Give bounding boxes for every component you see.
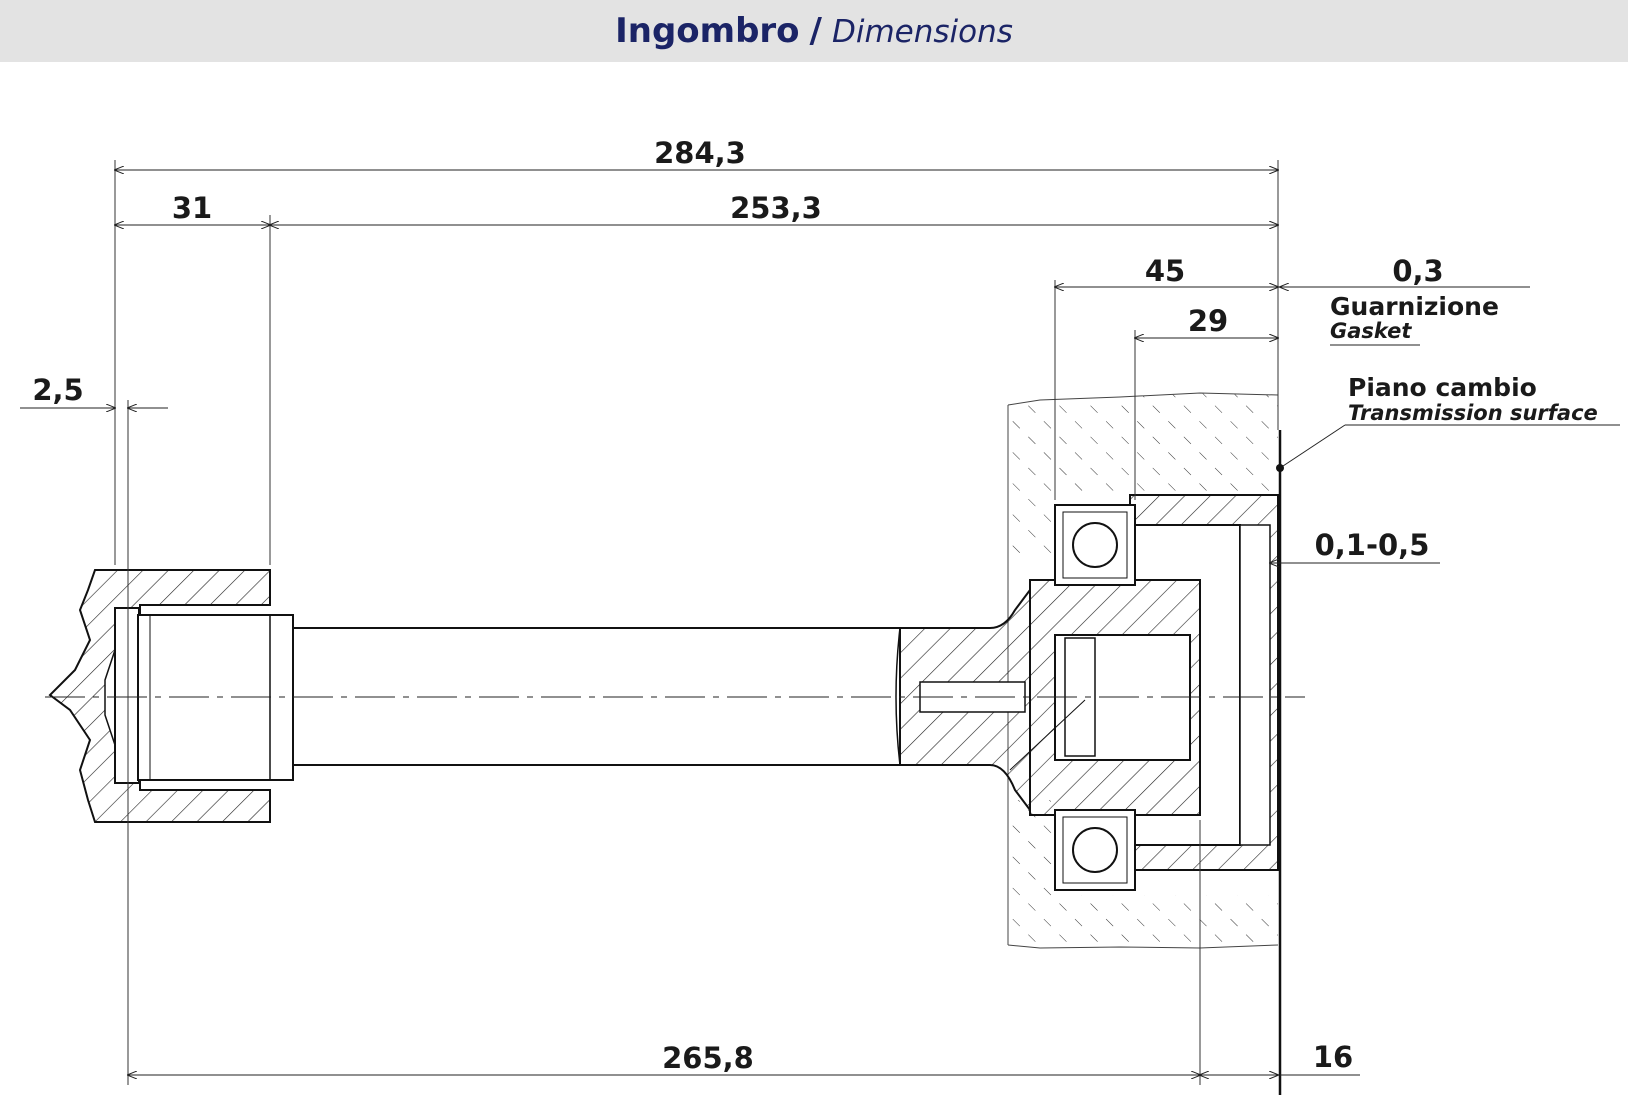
bearing-bottom xyxy=(1054,809,1136,891)
label-gasket-en: Gasket xyxy=(1330,319,1412,343)
header-bar: Ingombro/Dimensions xyxy=(0,0,1628,62)
dim-spline-length: 265,8 xyxy=(662,1041,754,1075)
label-surface-en: Transmission surface xyxy=(1348,401,1598,425)
drive-shaft xyxy=(137,587,1031,813)
dim-overall-length: 284,3 xyxy=(654,136,746,170)
left-nut xyxy=(48,569,271,823)
dim-flange-to-shoulder: 31 xyxy=(172,191,212,225)
dimension-lines xyxy=(20,170,1620,1075)
label-gasket-it: Guarnizione xyxy=(1330,292,1499,321)
dim-bearing-depth: 29 xyxy=(1188,304,1228,338)
title-separator: / xyxy=(809,11,822,51)
surface-pointer-dot xyxy=(1276,464,1284,472)
page-title: Ingombro/Dimensions xyxy=(615,11,1013,51)
dim-housing-depth: 45 xyxy=(1145,254,1185,288)
title-english: Dimensions xyxy=(831,14,1013,50)
transmission-housing xyxy=(1007,392,1279,949)
title-italian: Ingombro xyxy=(615,11,800,51)
dim-gasket-thickness: 0,3 xyxy=(1392,254,1443,288)
dim-clearance: 0,1-0,5 xyxy=(1315,528,1430,562)
dim-end-offset: 2,5 xyxy=(32,373,83,407)
label-surface-it: Piano cambio xyxy=(1348,373,1537,402)
dim-pilot-length: 16 xyxy=(1313,1040,1353,1074)
flange-plate xyxy=(1129,494,1279,871)
dim-shoulder-to-surface: 253,3 xyxy=(730,191,822,225)
bearing-top xyxy=(1054,504,1136,586)
